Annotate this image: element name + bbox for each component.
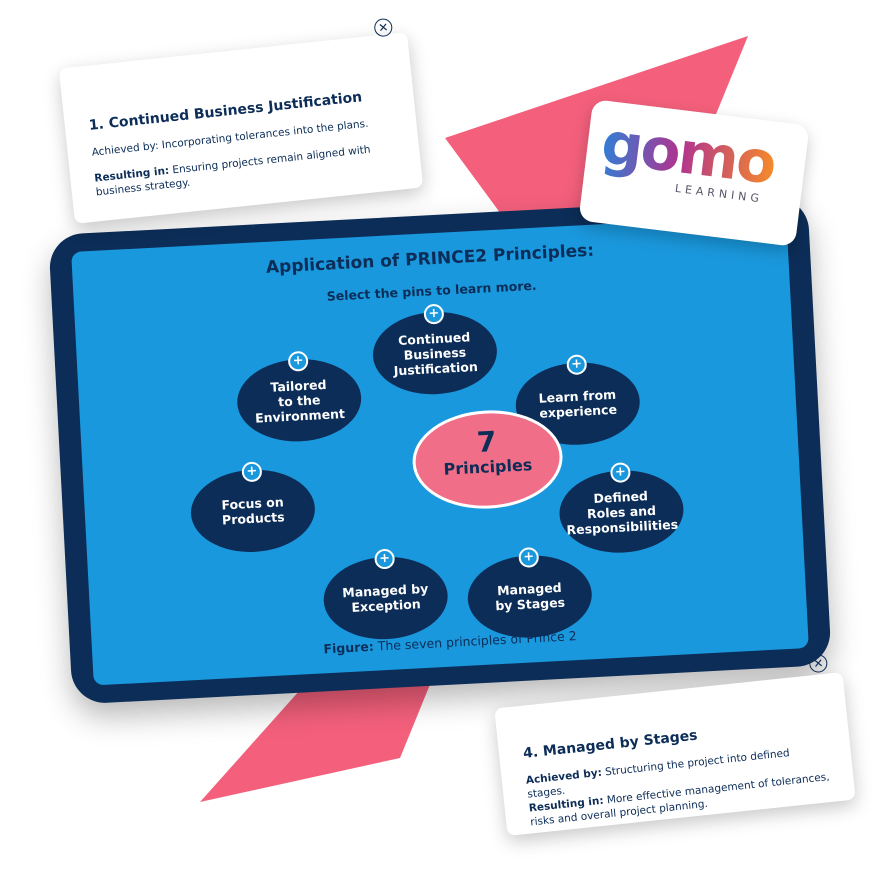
pin-label: Tailored to the Environment	[254, 376, 346, 426]
figure-caption: Figure: The seven principles of Prince 2	[92, 616, 808, 668]
tablet-device: Application of PRINCE2 Principles: Selec…	[48, 195, 832, 705]
pin-label: Managed by Stages	[494, 579, 566, 614]
pin-tailored-to-the-environment[interactable]: + Tailored to the Environment	[235, 350, 364, 445]
plus-icon: +	[566, 354, 588, 376]
pin-label: Focus on Products	[221, 494, 285, 528]
caption-label: Figure:	[323, 638, 375, 657]
gomo-learning-logo: gomo LEARNING	[578, 99, 810, 247]
plus-icon: +	[609, 462, 631, 484]
pin-label: Managed by Exception	[341, 580, 429, 615]
plus-icon: +	[423, 303, 445, 325]
pin-focus-on-products[interactable]: + Focus on Products	[188, 461, 317, 556]
plus-icon: +	[241, 461, 263, 483]
plus-icon: +	[287, 350, 309, 372]
plus-icon: +	[374, 548, 396, 570]
pin-label: Defined Roles and Responsibilities	[566, 487, 679, 537]
pin-label: Continued Business Justification	[393, 328, 479, 378]
pin-label: Learn from experience	[538, 386, 618, 421]
pin-continued-business-justification[interactable]: + Continued Business Justification	[370, 303, 499, 398]
plus-icon: +	[518, 546, 540, 569]
tablet-screen: Application of PRINCE2 Principles: Selec…	[71, 214, 809, 686]
pin-managed-by-exception[interactable]: + Managed by Exception	[321, 548, 450, 643]
pin-defined-roles-and-responsibilities[interactable]: + Defined Roles and Responsibilities	[557, 462, 686, 556]
